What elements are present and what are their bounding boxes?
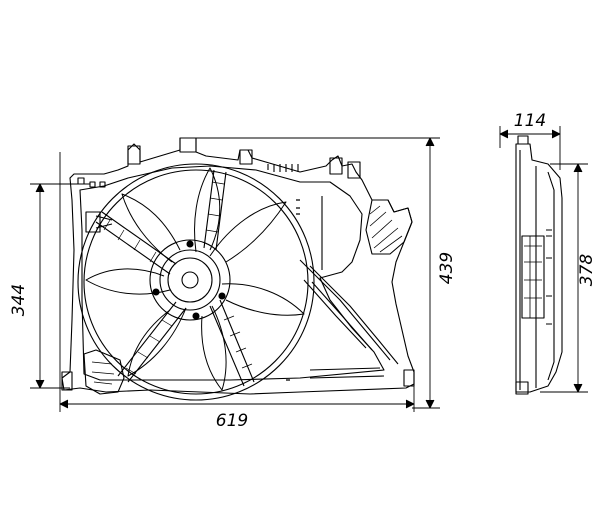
frame-mark-dots: [286, 199, 300, 381]
dimension-label-439: 439: [437, 252, 457, 284]
hub-bolt: [186, 240, 194, 248]
connector-plug-right: [347, 161, 361, 179]
arrow: [499, 129, 509, 139]
spoke-upper-right: [203, 169, 227, 251]
side-motor-detail: [524, 236, 542, 318]
arrow: [573, 163, 583, 173]
spoke-lower-right: [209, 299, 255, 387]
motor-spokes: [95, 169, 255, 387]
arrow: [573, 383, 583, 393]
connector-plug-left: [329, 157, 343, 175]
right-bracket-hatch: [369, 205, 403, 253]
fan-blade: [127, 307, 187, 377]
side-outline: [515, 143, 563, 393]
frame-marker-2: [89, 181, 96, 188]
motor-hub-outer: [149, 239, 231, 321]
fan-blades: [85, 167, 305, 391]
top-clip-center: [179, 137, 197, 153]
side-bottom-tab: [515, 381, 529, 395]
spoke-upper-left: [95, 211, 177, 275]
top-clip-right: [239, 149, 253, 165]
motor-hub-bolts: [152, 240, 226, 320]
connector-housing-detail: [91, 361, 115, 385]
fan-ring-outer: [77, 163, 315, 401]
dimension-label-619: 619: [216, 411, 248, 431]
motor-hub-mid: [159, 249, 221, 311]
fan-blade: [221, 283, 305, 316]
shroud-inner-outline: [79, 165, 385, 381]
arrow: [425, 137, 435, 147]
arrow: [35, 183, 45, 193]
spoke-lower-left: [117, 301, 187, 383]
connector-housing: [83, 349, 125, 395]
side-inner-3: [547, 171, 555, 381]
arrow: [425, 399, 435, 409]
dimension-label-344: 344: [9, 284, 29, 316]
strut-upper: [299, 259, 399, 365]
fan-blade: [201, 305, 227, 391]
dimension-label-114: 114: [514, 111, 546, 131]
right-bracket: [365, 199, 413, 255]
motor-hub-center: [181, 271, 199, 289]
side-motor-housing: [521, 235, 545, 319]
fan-blade: [85, 268, 171, 295]
side-top-clip: [517, 135, 529, 144]
top-clip-left: [127, 145, 141, 165]
arrow: [405, 399, 415, 409]
hub-bolt: [192, 312, 200, 320]
dimension-label-378: 378: [577, 254, 597, 287]
connector-teeth: [267, 164, 299, 172]
strut-lower: [303, 279, 373, 351]
hub-bolt: [218, 292, 226, 300]
frame-marker-1: [77, 177, 85, 185]
side-marks: [546, 229, 552, 325]
arrow: [35, 379, 45, 389]
bottom-foot-right: [403, 369, 415, 387]
fan-blade: [121, 193, 181, 263]
motor-hub-inner: [167, 257, 213, 303]
side-dimensions: [499, 126, 588, 393]
arrow: [551, 129, 561, 139]
front-view: [61, 137, 415, 401]
side-view: [515, 135, 563, 395]
fan-blade: [209, 201, 287, 263]
bottom-foot-left: [61, 371, 73, 391]
hub-bolt: [152, 288, 160, 296]
spoke-hatch: [103, 181, 253, 375]
frame-marker-3: [99, 181, 106, 188]
arrow: [59, 399, 69, 409]
strut-bottom: [309, 367, 385, 379]
fan-blade: [194, 167, 221, 253]
shroud-outline: [61, 137, 415, 395]
front-dimensions: [30, 137, 440, 412]
fan-ring-inner: [83, 169, 309, 395]
